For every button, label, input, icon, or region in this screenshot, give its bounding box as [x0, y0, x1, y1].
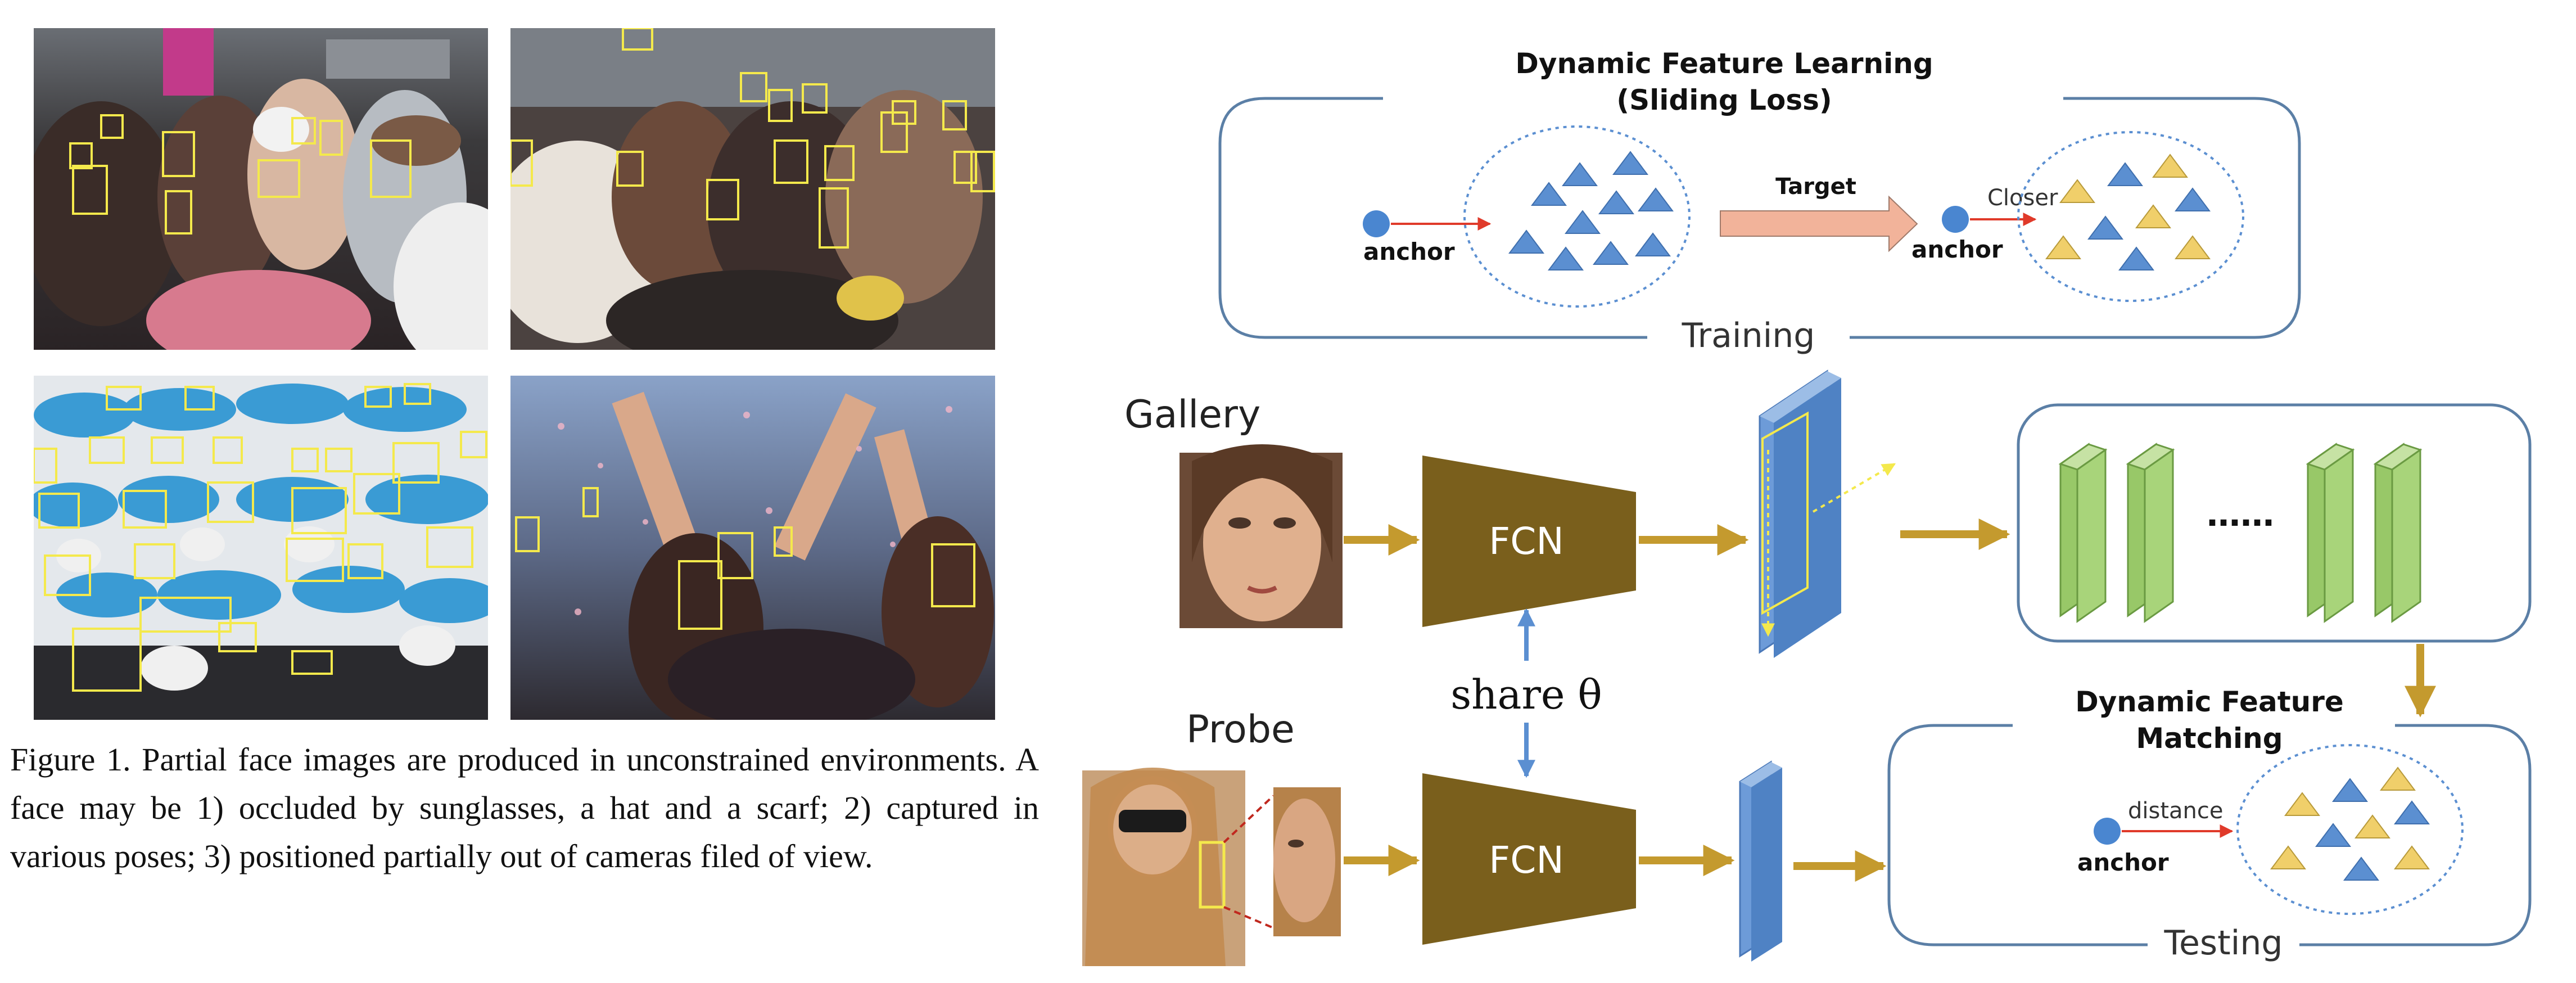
- feature-cluster-left: [1463, 125, 1691, 308]
- distance-label: distance: [2128, 798, 2224, 824]
- target-arrow: [1720, 195, 1918, 252]
- anchor-label-right: anchor: [1911, 236, 2003, 263]
- anchor-dot-left: [1363, 210, 1390, 237]
- testing-title-line2: Matching: [2136, 722, 2283, 755]
- testing-label: Testing: [2164, 923, 2283, 963]
- testing-anchor-dot: [2094, 818, 2121, 845]
- probe-label: Probe: [1186, 707, 1295, 752]
- training-label: Training: [1682, 316, 1815, 355]
- probe-feature-map: [1739, 760, 1782, 962]
- figure-caption: Figure 1. Partial face images are produc…: [10, 741, 1039, 874]
- target-label: Target: [1775, 174, 1856, 200]
- fcn-label-top: FCN: [1489, 520, 1563, 563]
- training-title-line2: (Sliding Loss): [1616, 84, 1832, 116]
- cluster-triangles-left: [1508, 151, 1674, 270]
- probe-partial-face: [1273, 787, 1341, 936]
- anchor-dot-right: [1942, 206, 1969, 233]
- blocks-ellipsis: ……: [2207, 495, 2274, 534]
- gallery-face-image: [1179, 444, 1343, 628]
- fcn-block-bottom: [1422, 773, 1636, 945]
- gallery-feature-blocks-panel: ……: [2017, 403, 2532, 643]
- crowd-photo-2: [510, 28, 995, 350]
- fcn-label-bottom: FCN: [1489, 838, 1563, 882]
- crowd-photo-3: [34, 376, 488, 720]
- training-panel: Dynamic Feature Learning (Sliding Loss) …: [1218, 47, 2301, 355]
- share-theta-label: share θ: [1450, 671, 1602, 718]
- probe-crop-line-bottom: [1223, 906, 1274, 929]
- crowd-photo-1: [34, 28, 488, 350]
- gallery-label: Gallery: [1124, 393, 1260, 437]
- probe-face-image: [1082, 768, 1245, 966]
- crowd-photo-4: [510, 376, 995, 720]
- fcn-block-top: [1422, 456, 1636, 627]
- cluster-triangles-right: [2045, 154, 2211, 270]
- feature-cluster-right: [2017, 131, 2244, 302]
- testing-cluster-triangles: [2270, 766, 2430, 881]
- testing-panel: Dynamic Feature Matching Testing distanc…: [1887, 686, 2532, 963]
- testing-anchor-label: anchor: [2077, 849, 2169, 876]
- training-title-line1: Dynamic Feature Learning: [1515, 47, 1933, 80]
- testing-feature-cluster: [2236, 744, 2464, 915]
- closer-label: Closer: [1987, 185, 2058, 211]
- anchor-label-left: anchor: [1363, 238, 1455, 265]
- probe-crop-line-top: [1223, 795, 1275, 844]
- testing-title-line1: Dynamic Feature: [2075, 686, 2344, 718]
- gallery-feature-map: [1759, 369, 1896, 658]
- architecture-diagram: Dynamic Feature Learning (Sliding Loss) …: [1082, 47, 2532, 966]
